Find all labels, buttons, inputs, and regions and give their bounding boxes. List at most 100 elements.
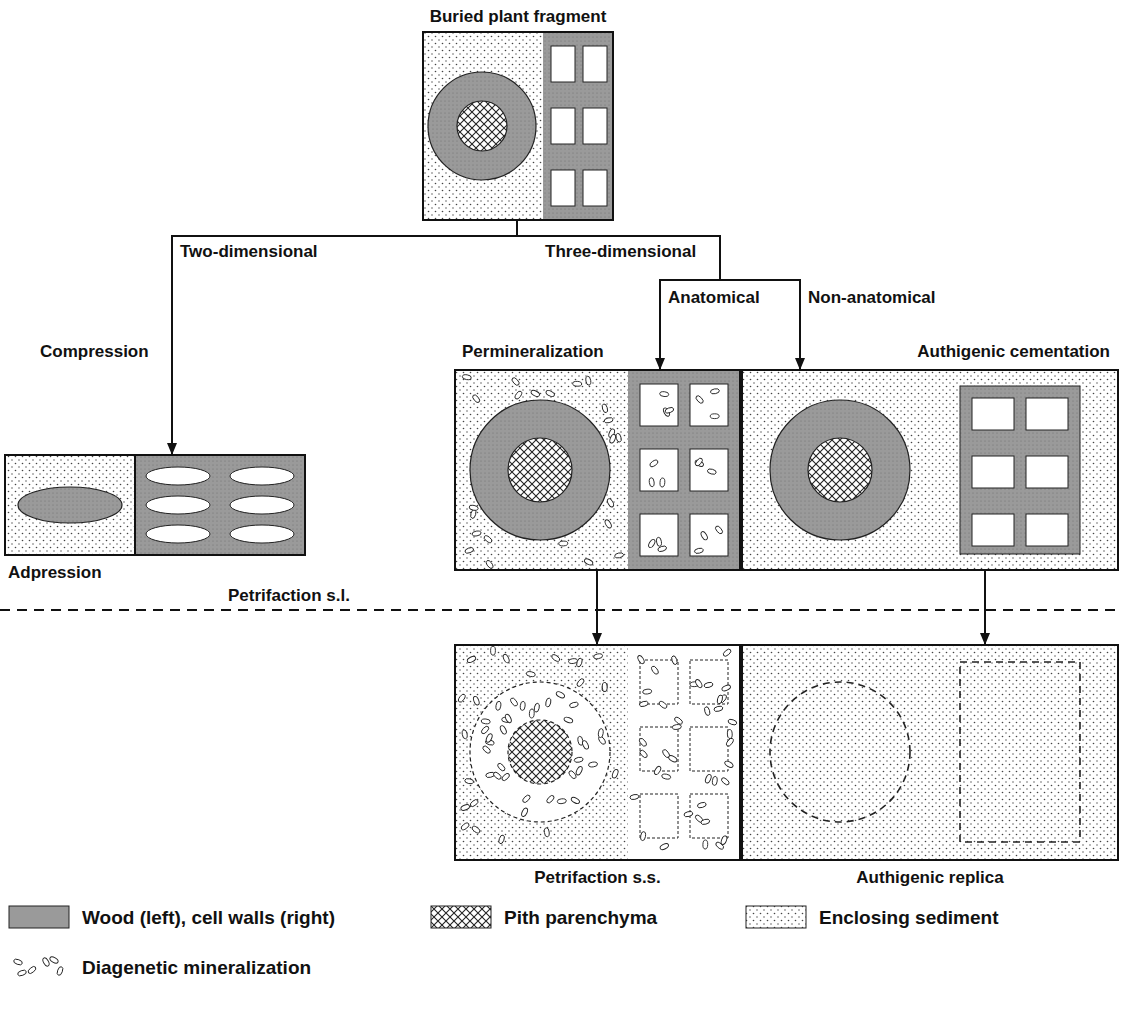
mineral-grain <box>544 828 550 837</box>
mineral-grain <box>522 794 532 804</box>
mineral-grain <box>722 648 732 658</box>
mineral-grain <box>576 678 585 688</box>
cell-lumen <box>640 794 678 838</box>
mineral-grain <box>42 957 51 967</box>
cell-lumen <box>640 727 678 771</box>
mineral-grain <box>713 705 723 712</box>
mineral-grain <box>492 771 502 781</box>
mineral-grain <box>559 541 568 546</box>
flattened-cell <box>146 525 210 543</box>
legend-entry: Enclosing sediment <box>745 905 998 929</box>
mineral-grain <box>568 770 577 780</box>
mineral-grain <box>672 724 681 730</box>
legend-entry: Wood (left), cell walls (right) <box>8 905 335 929</box>
mineral-grain <box>555 691 565 700</box>
mineral-grain <box>664 407 674 415</box>
mineral-grain <box>639 749 649 759</box>
mineral-grain <box>660 478 665 487</box>
mineral-grain <box>462 729 468 739</box>
mineral-grain <box>659 842 669 850</box>
mineral-grain <box>720 835 728 845</box>
sediment-sample <box>746 906 806 928</box>
mineral-grain <box>570 796 580 805</box>
mineral-grain <box>671 655 678 665</box>
figure-heading: Petrifaction s.s. <box>534 868 661 888</box>
mineral-grain <box>13 958 23 966</box>
mineral-grain <box>483 535 493 544</box>
mineral-grain <box>464 778 474 785</box>
mineral-grain <box>495 701 501 711</box>
mineral-grain <box>716 694 723 704</box>
mineral-grain <box>520 701 526 710</box>
mineral-grain <box>700 818 710 825</box>
cell-lumen <box>690 449 728 491</box>
figure-box: Petrifaction s.s. <box>455 645 740 860</box>
mineral-grain <box>464 547 474 555</box>
branch-connector <box>596 570 598 645</box>
mineral-grain <box>704 682 714 689</box>
branch-label: Three-dimensional <box>545 242 696 262</box>
mineral-grain <box>606 498 615 508</box>
mineral-grain <box>568 658 577 664</box>
cell-lumen <box>690 727 728 771</box>
mineral-grain <box>56 966 64 976</box>
compression-figure <box>5 455 305 555</box>
mineral-grain <box>721 684 731 692</box>
mineral-grain <box>575 766 583 776</box>
mineral-grain <box>545 698 552 708</box>
figure-box: Permineralization <box>455 370 740 570</box>
mineral-grain <box>704 706 711 716</box>
authigenic-cementation-figure <box>742 370 1118 570</box>
cell-walls <box>543 32 613 220</box>
mineral-grain <box>460 804 470 812</box>
figure-box: Authigenic cementation <box>742 370 1118 570</box>
legend-swatch <box>430 905 492 929</box>
enclosing-sediment <box>423 32 613 220</box>
mineral-grain <box>569 701 579 708</box>
mineral-grain <box>638 737 647 747</box>
mineral-grain <box>640 831 646 841</box>
cell-lumen <box>690 384 728 426</box>
mineral-grain <box>574 757 584 763</box>
mineral-grain <box>27 965 37 974</box>
mineral-grain <box>668 754 678 763</box>
mineral-grain <box>656 537 662 547</box>
cell-lumen <box>583 46 607 82</box>
mineral-grain <box>491 646 496 655</box>
cell-lumen <box>1026 514 1068 546</box>
cell-lumen <box>690 794 728 838</box>
enclosing-sediment <box>455 645 740 860</box>
mineral-grain <box>697 802 707 809</box>
enclosing-sediment <box>455 370 740 570</box>
mineral-grain <box>710 388 720 394</box>
mineral-grain <box>581 740 589 750</box>
enclosing-sediment <box>5 455 135 555</box>
mould-outline <box>960 662 1080 842</box>
mineral-grain <box>712 776 718 785</box>
mineral-grain <box>700 531 709 541</box>
mineral-grain <box>601 682 608 692</box>
mineral-grain <box>557 798 566 804</box>
figure-frame <box>5 455 305 555</box>
enclosing-sediment <box>742 370 1118 570</box>
mineral-grain <box>637 655 646 665</box>
mineral-grain <box>485 733 493 743</box>
mineral-grain <box>530 389 540 397</box>
mineral-grain <box>593 653 603 659</box>
mineral-grain <box>724 760 734 769</box>
mineral-grain <box>469 505 479 511</box>
branch-label: Petrifaction s.l. <box>228 586 350 606</box>
flattened-cell <box>146 467 210 485</box>
wood-stem <box>428 72 536 180</box>
mineral-grain <box>563 716 573 724</box>
authigenic-replica-figure <box>742 645 1118 860</box>
mineral-grain <box>585 376 591 386</box>
figures <box>0 32 1122 860</box>
wood-stem <box>470 400 610 540</box>
mineral-grain <box>485 559 494 569</box>
mineral-grain <box>649 477 655 486</box>
mineral-grain <box>496 762 506 772</box>
petrifaction-figure <box>455 645 740 860</box>
cell-lumen <box>551 170 575 206</box>
mineral-grain <box>501 772 511 782</box>
